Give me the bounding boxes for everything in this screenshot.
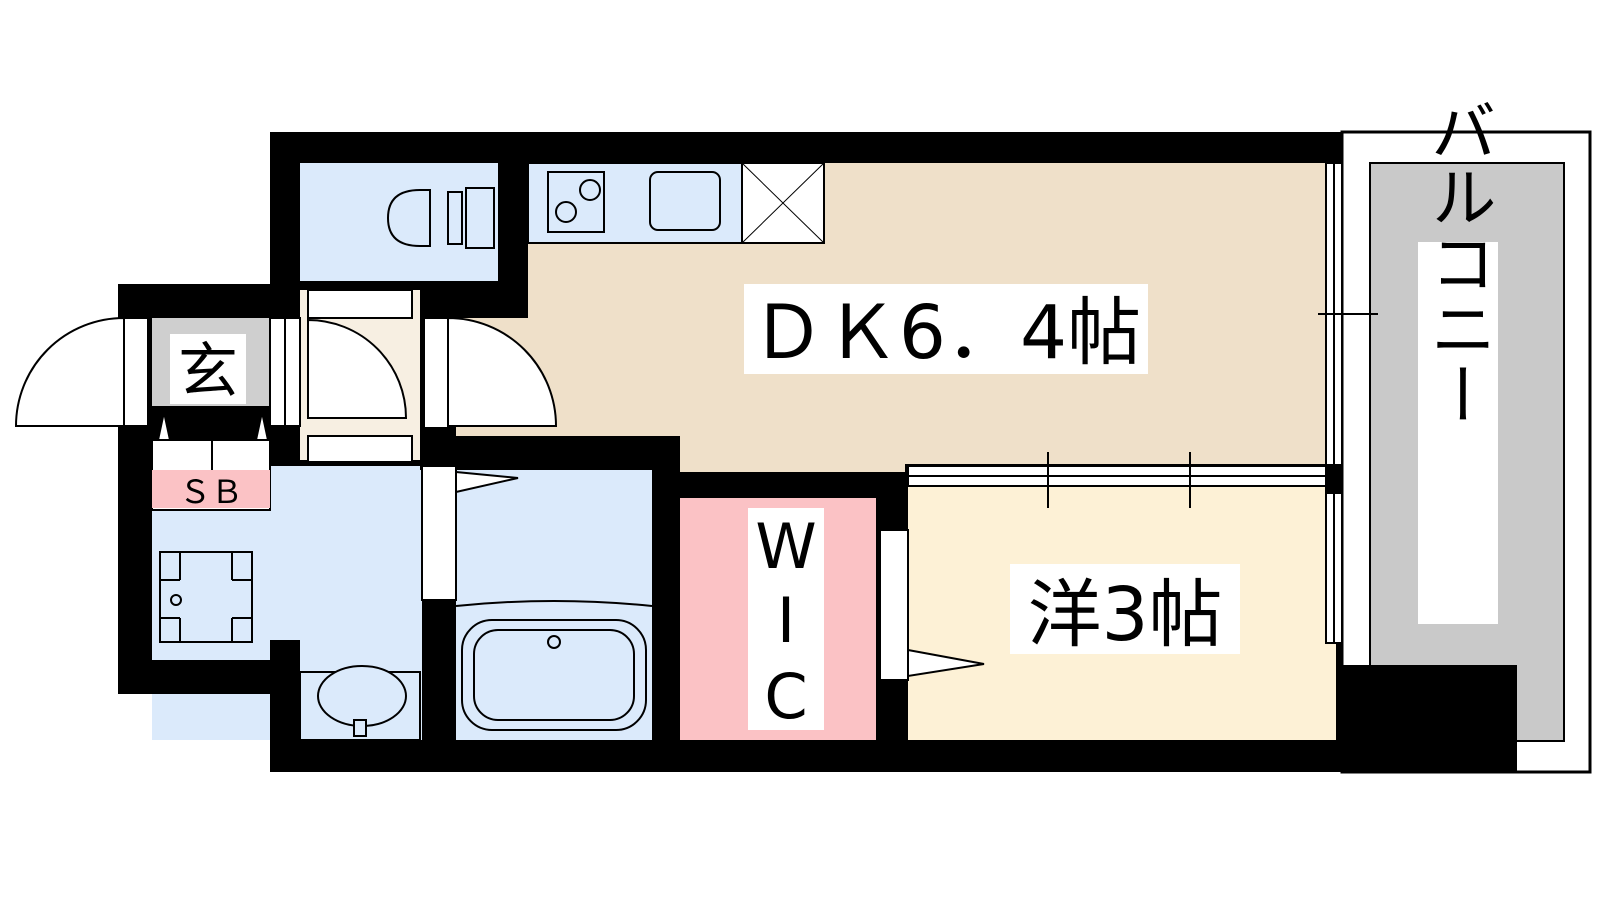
western-room-label: 洋3帖 (1027, 572, 1222, 658)
wall-bath-right (652, 436, 680, 740)
toilet-door-swing (307, 318, 408, 419)
balcony-label: バルコニー (1420, 97, 1497, 427)
washing-machine-icon (159, 551, 253, 643)
shoe-box-strip (152, 470, 270, 508)
entrance-door-swing (14, 316, 125, 427)
wall-bath-top (420, 436, 680, 470)
dk-door-swing (447, 316, 558, 427)
wic-label-w: W (755, 510, 816, 583)
dk-room-label: ＤＫ6．4帖 (751, 290, 1141, 376)
wall-wash-bath (422, 600, 456, 740)
sink-icon (649, 171, 721, 231)
toilet-icon (386, 187, 495, 249)
wall-toilet-kitchen (498, 163, 528, 318)
wash-basin-icon (299, 665, 421, 741)
washroom-wall-notch (118, 660, 300, 694)
wall-wic-top (680, 472, 908, 498)
wic-label-i: I (777, 584, 795, 657)
balcony-corner-block (1342, 665, 1517, 772)
entrance-label: 玄 (178, 337, 238, 407)
washroom-wall-notch-2 (270, 640, 300, 760)
bathtub-icon (455, 600, 653, 731)
wall-toilet-bottom (300, 281, 528, 289)
shoe-box-label: ＳＢ (179, 473, 243, 511)
wic-label-c: C (764, 660, 807, 733)
